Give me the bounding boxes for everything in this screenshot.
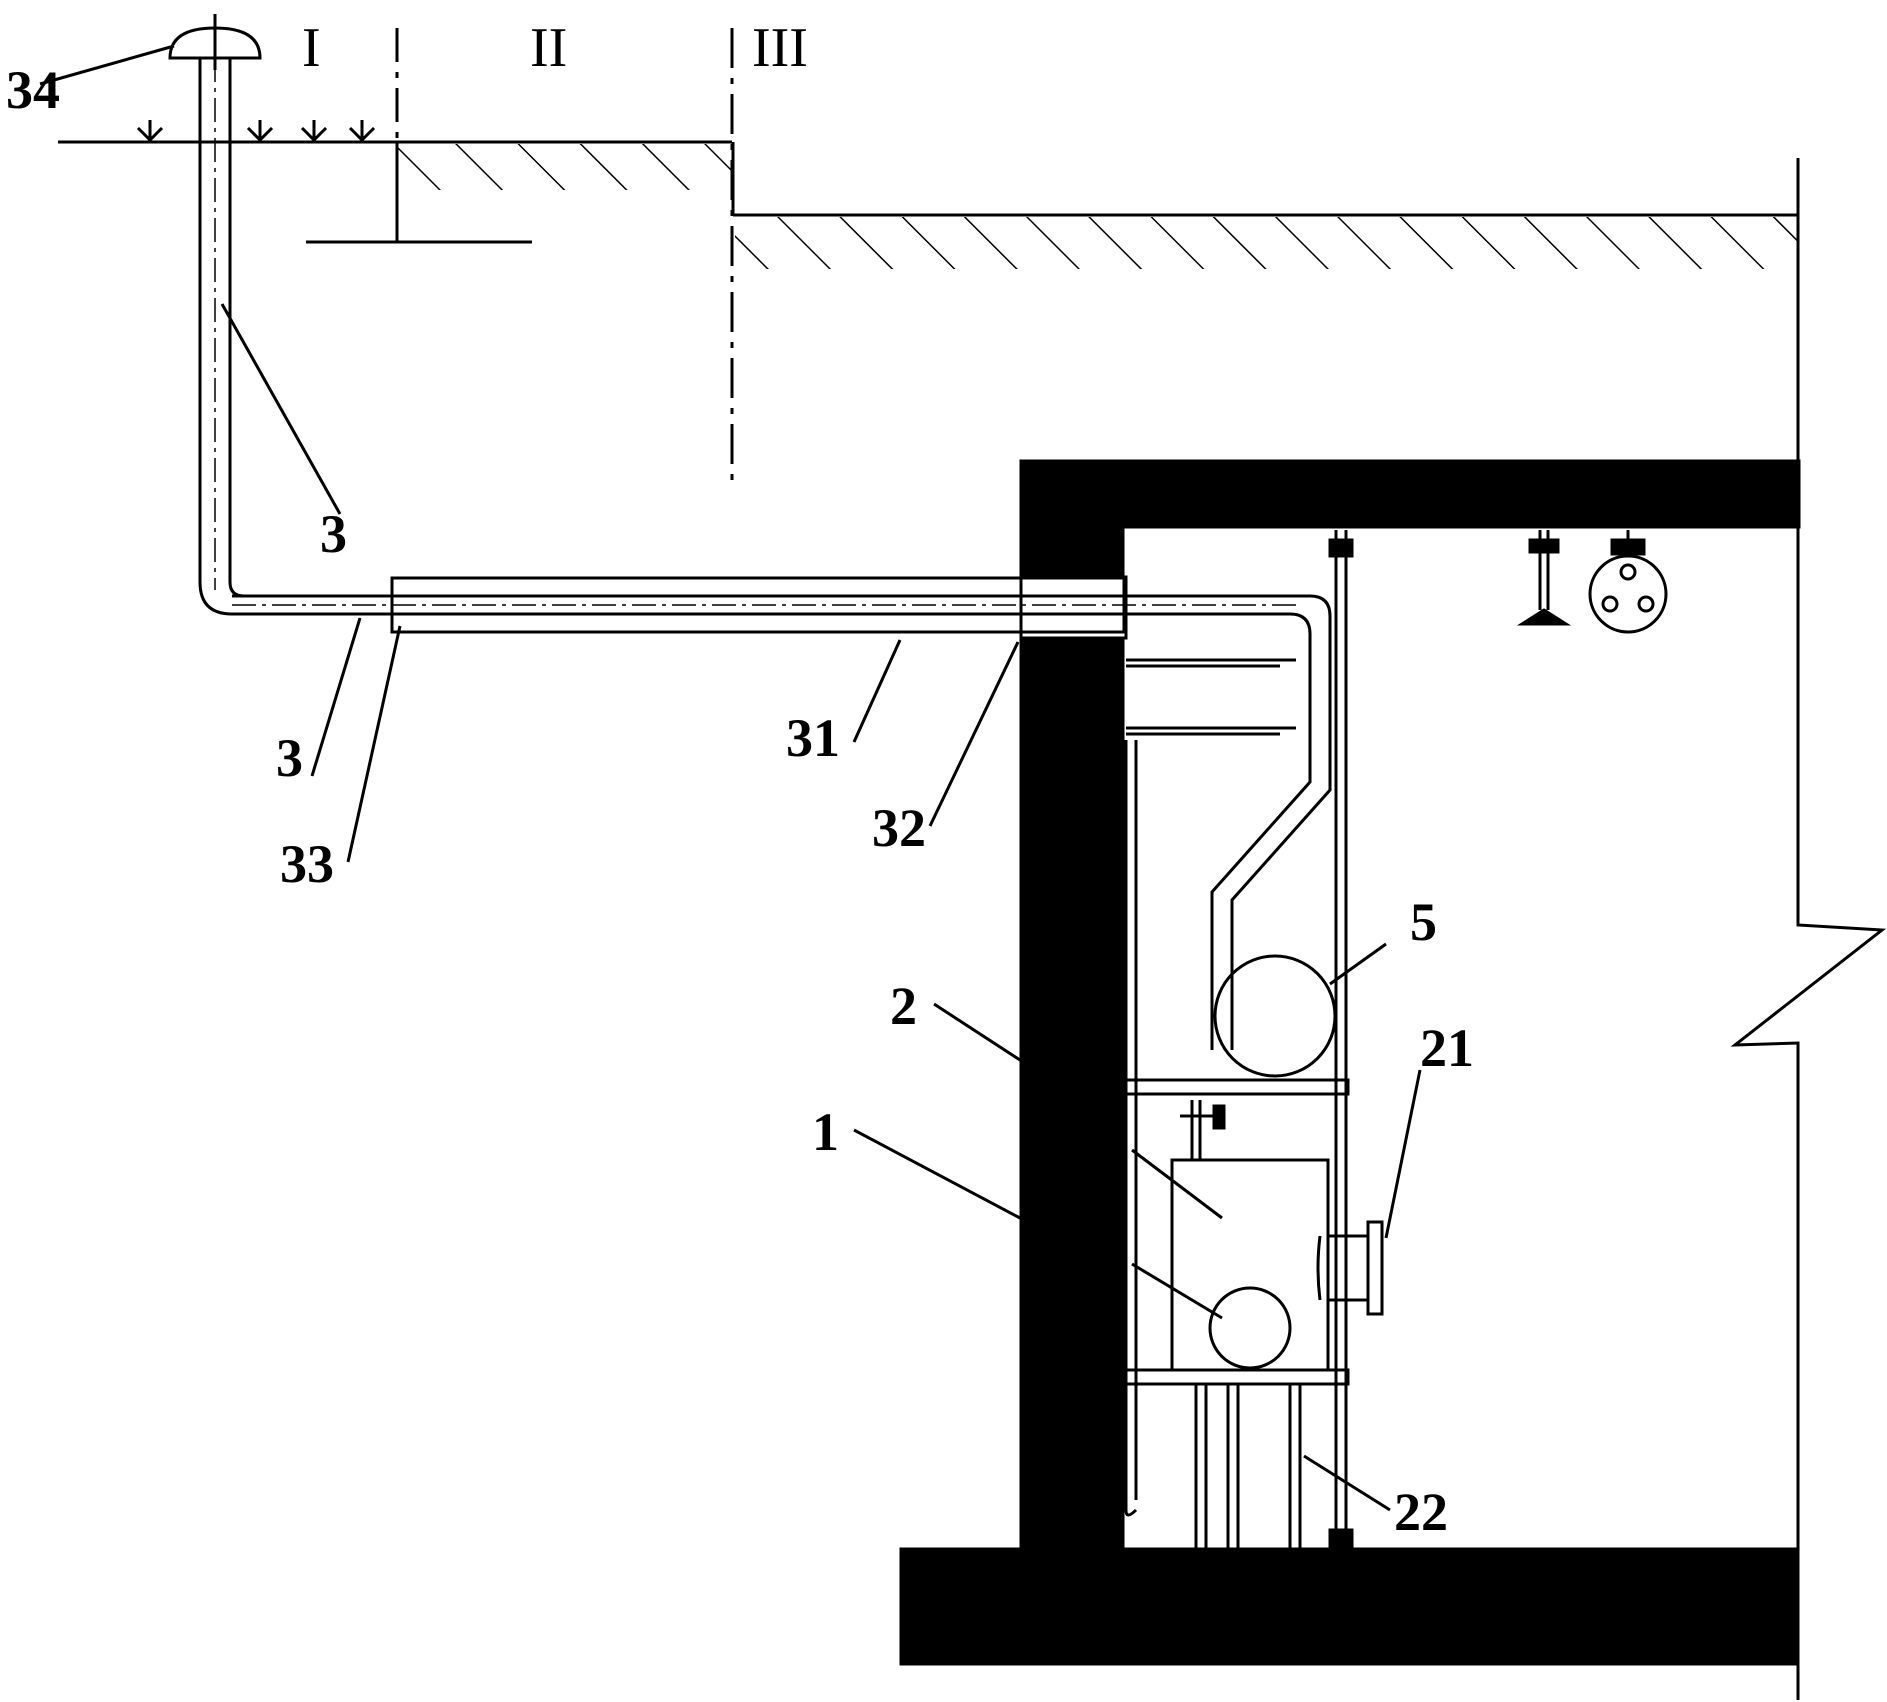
label-21: 21: [1420, 1018, 1474, 1078]
building-structure: [899, 158, 1887, 1700]
zone-label-3: III: [752, 17, 808, 79]
label-22: 22: [1394, 1482, 1448, 1542]
label-5: 5: [1410, 892, 1437, 952]
equipment-rack: [1124, 1078, 1350, 1548]
wall-sleeve-opening: [1019, 575, 1128, 640]
label-1: 1: [812, 1102, 839, 1162]
zone-label-2: II: [530, 17, 567, 79]
leader-lines: [39, 44, 1422, 1512]
label-3-vertical: 3: [320, 504, 347, 564]
ground-surface: [58, 140, 1798, 269]
label-2: 2: [890, 976, 917, 1036]
zone-dividers: [395, 28, 734, 490]
label-33: 33: [280, 834, 334, 894]
label-32: 32: [872, 798, 926, 858]
horizontal-vent-pipe: [232, 576, 1332, 1050]
label-34: 34: [6, 60, 60, 120]
equipment-5: [1213, 954, 1337, 1078]
tank-unit: [1170, 1100, 1330, 1372]
label-31: 31: [786, 708, 840, 768]
wall-brackets: [1124, 658, 1296, 1517]
flange-21: [1316, 1220, 1384, 1316]
support-rod: [1328, 530, 1354, 1550]
ceiling-fan-unit: [1588, 530, 1668, 634]
label-3-horizontal: 3: [276, 728, 303, 788]
zone-label-1: I: [302, 17, 321, 79]
grass-marks: [136, 120, 376, 143]
ceiling-lamp: [1516, 530, 1572, 626]
